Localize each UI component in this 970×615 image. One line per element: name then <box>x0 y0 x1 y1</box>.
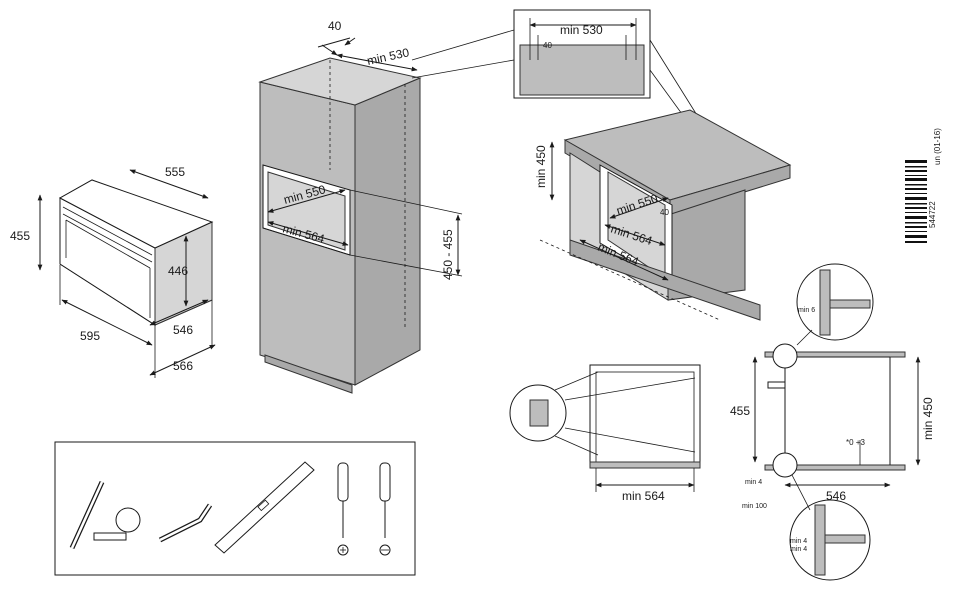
barcode-code: 544722 <box>928 201 937 228</box>
oven-inner-height-label: 446 <box>168 264 188 278</box>
oven-drawing <box>37 169 216 378</box>
flat-screwdriver-icon <box>379 462 391 556</box>
side-niche-height-label: min 450 <box>921 397 935 440</box>
zoom-gap-label: 40 <box>543 41 552 50</box>
front-view-drawing <box>509 364 701 492</box>
side-depth-label: 546 <box>826 489 846 503</box>
allen-key-icon <box>158 503 213 543</box>
side-tolerance-label: *0 +3 <box>846 438 865 447</box>
under-counter-drawing <box>539 109 792 321</box>
tools-panel <box>54 441 416 576</box>
tape-measure-icon <box>93 507 141 541</box>
spirit-level-icon <box>214 461 315 554</box>
side-height-label: 455 <box>730 404 750 418</box>
tall-cabinet-drawing <box>258 37 463 394</box>
side-bottom-clear-label: min 100 <box>742 503 767 510</box>
counter-height-label: min 450 <box>534 145 548 188</box>
cabinet-niche-height-label: 450 - 455 <box>441 229 455 280</box>
barcode-revision: un (01-16) <box>933 128 942 165</box>
zoom-box <box>411 9 701 126</box>
oven-top-depth-label: 555 <box>165 165 185 179</box>
phillips-screwdriver-icon <box>337 462 349 556</box>
cabinet-gap-label: 40 <box>328 19 342 33</box>
counter-gap-label: 40 <box>660 208 669 217</box>
barcode-graphic <box>905 160 927 243</box>
side-top-gap-label: min 6 <box>798 307 815 314</box>
pencil-icon <box>69 480 105 550</box>
oven-total-depth-label: 566 <box>173 359 193 373</box>
oven-width-label: 595 <box>80 329 100 343</box>
detail-gap-b-label: min 4 <box>790 546 807 553</box>
side-bottom-gap-label: min 4 <box>745 479 762 486</box>
oven-body-depth-label: 546 <box>173 323 193 337</box>
oven-height-label: 455 <box>10 229 30 243</box>
detail-gap-a-label: min 4 <box>790 538 807 545</box>
front-width-label: min 564 <box>622 489 665 503</box>
zoom-depth-label: min 530 <box>560 23 603 37</box>
side-view-drawing <box>752 263 921 581</box>
